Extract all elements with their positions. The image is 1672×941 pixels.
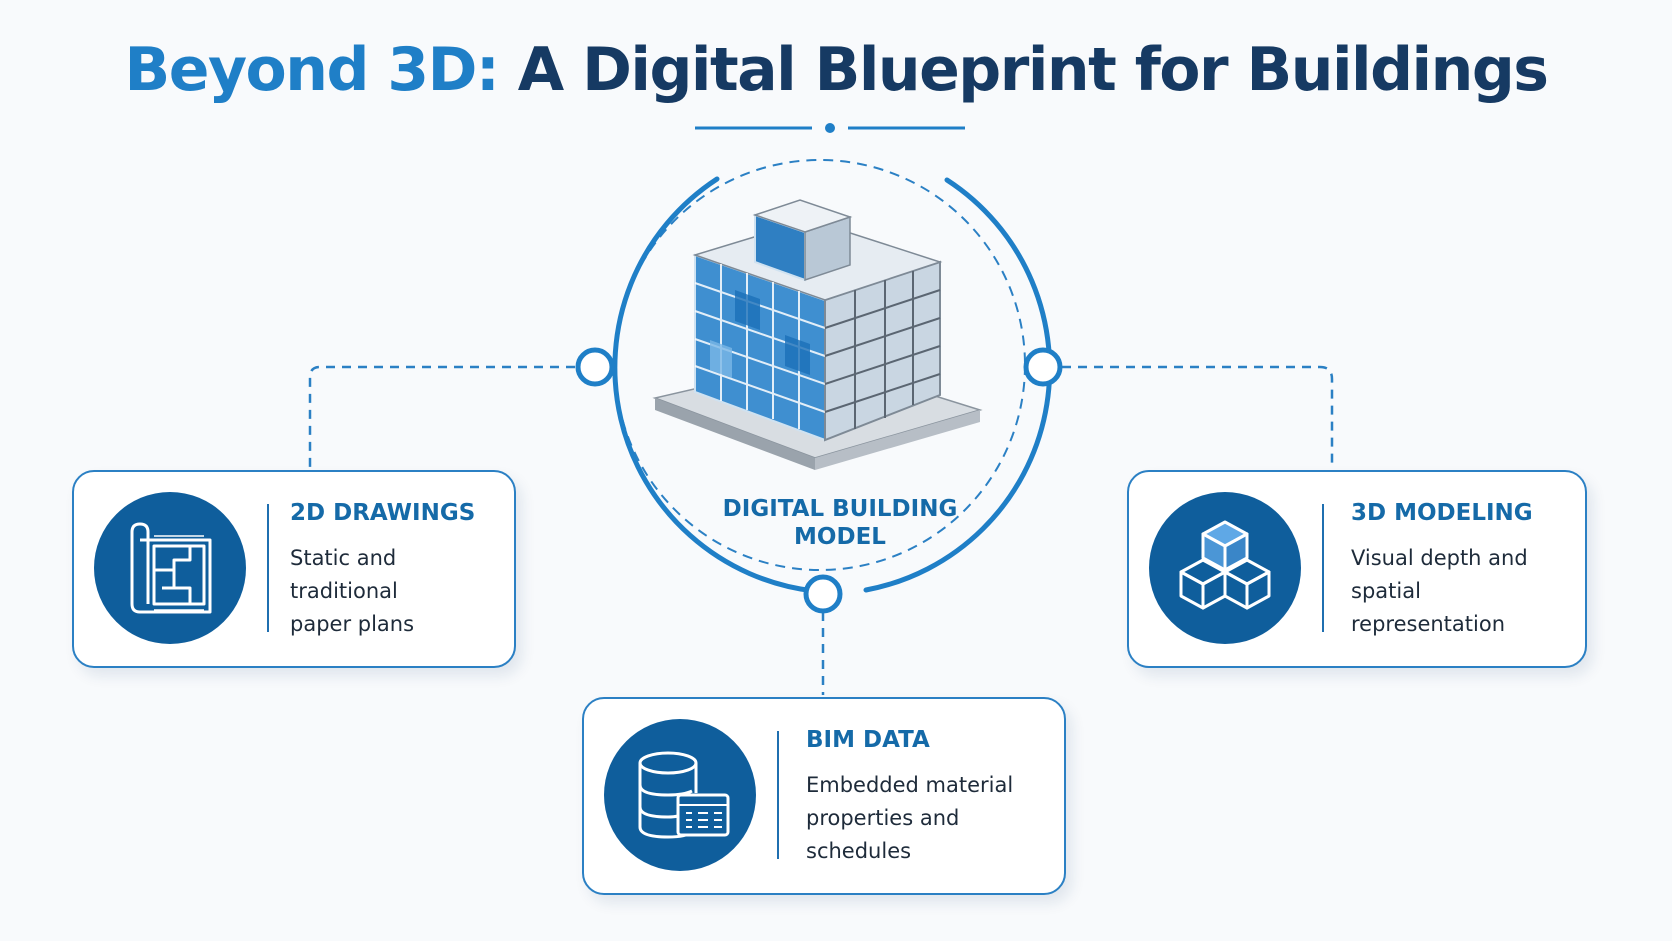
connector-right [1062, 365, 1334, 468]
connector-left [308, 365, 575, 468]
card-divider [267, 504, 269, 632]
card-3d-modeling: 3D MODELING Visual depth and spatial rep… [1127, 470, 1587, 668]
title-rest: A Digital Blueprint for Buildings [517, 35, 1549, 105]
icon-circle [604, 719, 756, 871]
card-description: Static and traditional paper plans [290, 546, 415, 636]
title-divider [695, 123, 965, 133]
card-divider [777, 731, 779, 859]
title-accent: Beyond 3D: [124, 35, 500, 105]
node-right [1023, 347, 1063, 387]
card-description: Visual depth and spatial representation [1351, 546, 1528, 636]
card-2d-drawings: 2D DRAWINGS Static and traditional paper… [72, 470, 516, 668]
cubes-icon [1179, 520, 1271, 610]
blueprint-icon [130, 522, 212, 614]
building-model-icon [652, 199, 983, 470]
node-bottom [803, 574, 843, 614]
card-title: 2D DRAWINGS [290, 500, 476, 526]
database-icon [638, 751, 730, 839]
card-title: BIM DATA [806, 727, 930, 753]
icon-circle [1149, 492, 1301, 644]
card-title: 3D MODELING [1351, 500, 1533, 526]
outer-ring-arc-left [612, 176, 817, 594]
page-title: Beyond 3D: A Digital Blueprint for Build… [0, 30, 1672, 110]
node-left [575, 347, 615, 387]
card-bim-data: BIM DATA Embedded material properties an… [582, 697, 1066, 895]
card-description: Embedded material properties and schedul… [806, 773, 1014, 863]
outer-ring-arc-right [863, 177, 1053, 593]
card-divider [1322, 504, 1324, 632]
icon-circle [94, 492, 246, 644]
center-label: DIGITAL BUILDING MODEL [722, 496, 958, 550]
